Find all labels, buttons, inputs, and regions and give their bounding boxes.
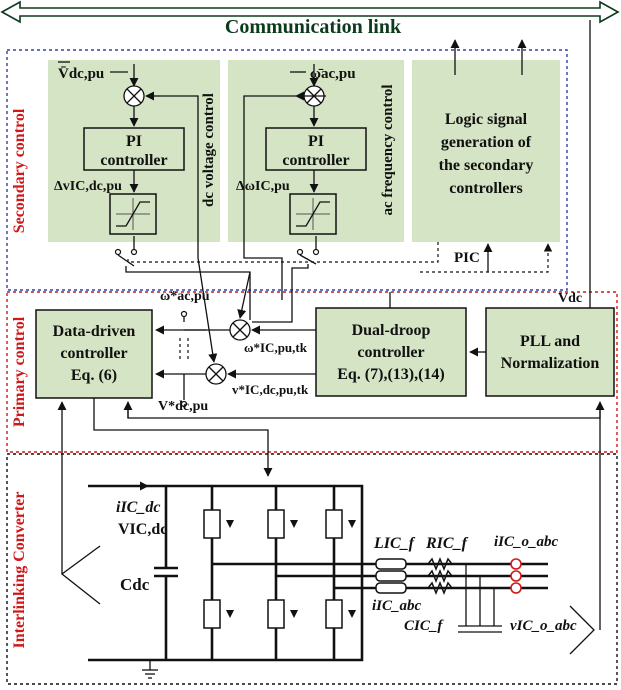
io-abc-label: iIC_o_abc xyxy=(494,534,559,550)
dc-to-vdc-sum-arrow xyxy=(197,257,218,363)
igbt-leg-b xyxy=(267,486,298,660)
omega-ref-switch xyxy=(180,310,188,318)
logic-text-1: Logic signal xyxy=(445,111,528,128)
dc-bus-lines xyxy=(88,484,364,662)
communication-link-arrow xyxy=(0,0,620,24)
cdc-label: Cdc xyxy=(120,575,150,594)
igbt-leg-c xyxy=(325,486,356,660)
ac-switch-to-sum-line xyxy=(252,264,309,323)
primary-control-label: Primary control xyxy=(11,316,28,427)
iabc-label: iIC_abc xyxy=(372,598,422,614)
vdc-conv-label: VIC,dc xyxy=(118,521,167,538)
v-tk-label: v*IC,dc,pu,tk xyxy=(232,382,309,397)
dd-to-converter-line xyxy=(93,398,273,477)
secondary-control-border xyxy=(6,49,568,291)
lf-label: LIC_f xyxy=(373,535,416,552)
vdc-ref-primary-label: V*dc,pu xyxy=(158,399,208,414)
logic-signal-block xyxy=(412,60,560,242)
vdc-measure-lines xyxy=(60,545,101,605)
filter-capacitors xyxy=(458,564,502,633)
converter-border xyxy=(6,453,618,685)
filter-resistors xyxy=(427,556,453,596)
summing-junction-omega xyxy=(229,319,251,341)
omega-tk-label: ω*IC,pu,tk xyxy=(244,340,308,355)
igbt-leg-a xyxy=(203,486,234,660)
logic-text-4: controllers xyxy=(449,180,522,197)
vo-abc-label: vIC_o_abc xyxy=(510,618,577,634)
dual-droop-text-3: Eq. (7),(13),(14) xyxy=(337,366,445,383)
feedback-ac-line xyxy=(243,95,296,300)
vdc-ref-label: V̄dc,pu xyxy=(58,66,104,82)
cf-label: CIC_f xyxy=(404,618,444,634)
summing-junction-dc xyxy=(123,85,145,107)
pic-label: PIC xyxy=(454,250,480,266)
pi-controller-dc xyxy=(83,127,185,171)
delta-omega-label: ΔωIC,pu xyxy=(236,179,290,194)
pi-ac-text-2: controller xyxy=(282,152,349,169)
data-driven-text-1: Data-driven xyxy=(53,323,136,340)
vdc-label: Vdc xyxy=(558,291,582,306)
primary-control-border xyxy=(6,291,618,453)
ac-frequency-control-label: ac frequency control xyxy=(380,84,396,215)
logic-text-3: the secondary xyxy=(439,157,534,174)
converter-label: Interlinking Converter xyxy=(11,492,28,649)
logic-text-2: generation of xyxy=(441,134,532,151)
output-measure-bracket xyxy=(569,605,595,655)
data-driven-text-2: controller xyxy=(60,345,127,362)
dc-voltage-control-label: dc voltage control xyxy=(201,93,217,207)
ground-icon xyxy=(142,660,158,679)
pll-text-2: Normalization xyxy=(501,355,600,372)
dc-to-omega-sum-arrow xyxy=(237,271,251,319)
logic-signal-dashed-line xyxy=(127,242,439,263)
pll-normalization-block xyxy=(485,307,615,397)
pi-controller-ac xyxy=(265,127,367,171)
data-driven-text-3: Eq. (6) xyxy=(71,367,117,384)
filter-inductors xyxy=(375,558,407,594)
delta-v-label: ΔvIC,dc,pu xyxy=(54,179,122,194)
limiter-dc xyxy=(109,193,157,235)
pll-text-1: PLL and xyxy=(520,333,580,350)
secondary-control-label: Secondary control xyxy=(11,108,28,233)
pic-dashed-line xyxy=(420,243,553,273)
dual-droop-controller-block xyxy=(315,307,467,397)
pi-dc-text-1: PI xyxy=(126,133,142,150)
pi-dc-text-2: controller xyxy=(100,152,167,169)
omega-ref-primary-label: ω*ac,pu xyxy=(160,289,210,304)
dc-switch-to-sum-line xyxy=(125,266,251,320)
idc-label: iIC_dc xyxy=(116,499,160,516)
data-driven-controller-block xyxy=(35,309,153,399)
pi-ac-text-1: PI xyxy=(308,133,324,150)
dual-droop-text-1: Dual-droop xyxy=(352,322,431,339)
feedback-dc-line xyxy=(160,95,199,258)
switch-dc xyxy=(114,236,138,267)
communication-link-label: Communication link xyxy=(225,16,402,38)
output-current-sensors xyxy=(510,558,522,594)
vdc-ref-switch xyxy=(180,400,188,408)
dual-droop-text-2: controller xyxy=(357,344,424,361)
omega-ref-label: ω̄ac,pu xyxy=(310,66,356,82)
limiter-ac xyxy=(289,193,337,235)
rf-label: RIC_f xyxy=(425,535,469,552)
summing-junction-vdc xyxy=(205,363,227,385)
